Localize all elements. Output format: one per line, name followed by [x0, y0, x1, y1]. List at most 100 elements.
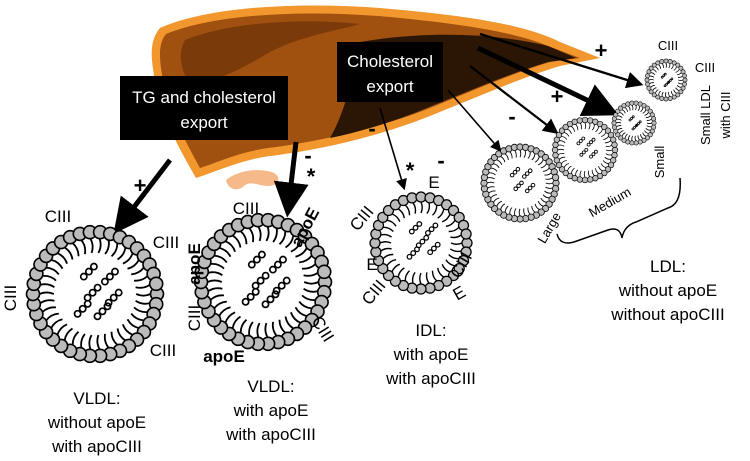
- ldl-small-particle-headgroup: [611, 120, 617, 126]
- idl-e-top: E: [428, 173, 439, 192]
- arrow-signs: + - * - * - - + +: [134, 38, 608, 198]
- small-ldl-c3-particle-headgroup: [644, 77, 650, 83]
- arrow-to-ldl-small: [476, 45, 619, 116]
- vldl2-caption-3: with apoCIII: [225, 425, 316, 444]
- small-ldl-c3-labels: CIII CIII Small LDL with CIII: [658, 38, 733, 145]
- small-ldl-c3-particle-headgroup: [655, 60, 661, 66]
- idl-c3-bottomleft: CIII: [358, 276, 390, 308]
- idl-particle-headgroup: [460, 228, 472, 240]
- export-arrows: [113, 32, 644, 234]
- small-ldl-c3-particle-headgroup: [675, 62, 681, 68]
- vldl2-caption-2: with apoE: [233, 401, 309, 420]
- idl-particle-cholesterol-glyph: [408, 221, 423, 235]
- ldl-medium-particle-headgroup: [604, 166, 612, 173]
- ldl-small-label: Small: [652, 146, 667, 179]
- tg-export-line1: TG and cholesterol: [132, 88, 276, 107]
- vldl2-caption-1: VLDL:: [247, 377, 294, 396]
- small-ldl-c3-particle-headgroup: [651, 92, 657, 98]
- ldl-medium-particle-headgroup: [581, 116, 589, 124]
- arrow-to-idl: [379, 107, 407, 191]
- ldl-medium-particle-headgroup: [604, 127, 612, 134]
- vldl2-particle-cholesterol-glyph: [261, 290, 280, 309]
- idl-caption-3: with apoCIII: [385, 369, 476, 388]
- vldl2-particle-tails: [207, 226, 319, 338]
- arrow-to-ldl-medium: [469, 65, 559, 135]
- ldl-medium-particle-headgroup: [607, 161, 615, 169]
- ldl-small-particle-cholesterol-glyph: [628, 115, 635, 122]
- arrow-to-vldl1: [113, 158, 172, 234]
- ldl-medium-particle-headgroup: [592, 175, 599, 182]
- ldl-small-particle-headgroup: [649, 128, 655, 134]
- ldl-medium-particle-headgroup: [601, 169, 608, 177]
- small-ldl-c3-top: CIII: [658, 38, 678, 53]
- idl-e-left: E: [366, 255, 377, 274]
- idl-particle-cholesterol-glyph: [427, 241, 441, 256]
- small-ldl-c3-particle-headgroup: [675, 92, 681, 98]
- vldl2-c3-top: CIII: [233, 199, 259, 218]
- ldl-small-particle-core: [615, 104, 653, 142]
- ldl-medium-particle-headgroup: [601, 123, 608, 131]
- ldl-medium-particle-headgroup: [562, 123, 569, 131]
- ldl-medium-particle-headgroup: [551, 146, 559, 154]
- small-ldl-c3-particle-headgroup: [645, 81, 650, 87]
- chol-export-line1: Cholesterol: [347, 52, 433, 71]
- vldl1-c3-left: CIII: [1, 285, 20, 311]
- vldl1-particle-cholesterol-glyph: [73, 299, 92, 318]
- ldl-medium-particle-headgroup: [581, 176, 589, 184]
- idl-caption-1: IDL:: [415, 321, 446, 340]
- vldl2-apoe-bottom: apoE: [203, 347, 245, 366]
- vldl2-apoe-left: apoE: [185, 243, 204, 285]
- ldl-large-particle-cholesterol-glyph: [524, 182, 536, 194]
- ldl-small-particle-headgroup: [629, 140, 635, 146]
- vldl1-labels: CIII CIII CIII CIII: [1, 207, 179, 360]
- ldl-small-particle-headgroup: [633, 140, 639, 146]
- vldl1-caption-3: with apoCIII: [51, 437, 142, 456]
- small-ldl-c3-particle-headgroup: [682, 77, 688, 83]
- vldl1-particle: [25, 224, 165, 364]
- ldl-small-particle-headgroup: [637, 139, 643, 145]
- idl-caption: IDL: with apoE with apoCIII: [385, 321, 476, 388]
- ldl-medium-particle-headgroup: [552, 141, 559, 148]
- ldl-medium-particle-headgroup: [576, 176, 583, 183]
- vldl1-particle-cholesterol-glyph: [104, 288, 123, 307]
- vldl1-particle-tails: [39, 238, 151, 350]
- vldl2-c3-left: CIII: [185, 305, 204, 331]
- ldl-small-particle-headgroup: [641, 103, 647, 109]
- ldl-medium-particle-headgroup: [596, 120, 604, 128]
- ldl-medium-particle-headgroup: [587, 117, 594, 124]
- chol-export-line2: export: [366, 77, 414, 96]
- arrow-to-small-ldl-c3: [479, 32, 644, 89]
- ldl-caption: LDL: without apoE without apoCIII: [610, 257, 724, 324]
- vldl1-particle-headgroup: [148, 276, 164, 292]
- sign-vldl2: -: [304, 143, 311, 168]
- ldl-large-particle-cholesterol-glyph: [513, 180, 524, 192]
- ldl-small-particle-headgroup: [615, 132, 621, 138]
- idl-particle-tails: [379, 201, 463, 285]
- vldl1-c3-right: CIII: [153, 233, 179, 252]
- small-ldl-c3-particle-headgroup: [667, 96, 673, 101]
- ldl-medium-particle: [551, 116, 619, 184]
- ldl-medium-label: Medium: [586, 184, 634, 220]
- small-ldl-c3-particle-headgroup: [663, 96, 669, 102]
- ldl-large-particle-headgroup: [551, 173, 560, 181]
- ldl-small-particle-headgroup: [633, 100, 639, 106]
- ldl-medium-particle-headgroup: [571, 118, 578, 125]
- small-ldl-c3-particle-core: [648, 62, 684, 98]
- idl-particle-cholesterol-glyph: [424, 222, 439, 236]
- ldl-small-particle-headgroup: [625, 101, 631, 107]
- vldl1-particle-cholesterol-glyph: [93, 302, 112, 321]
- small-ldl-c3-particle-headgroup: [671, 60, 677, 66]
- vldl1-c3-top: CIII: [45, 207, 71, 226]
- vldl2-particle-cholesterol-glyph: [241, 287, 260, 306]
- sign-vldl1: +: [134, 173, 147, 198]
- idl-particle-cholesterol-glyph: [415, 234, 430, 249]
- small-ldl-c3-particle-headgroup: [659, 59, 665, 64]
- sign-small-ldl-c3: +: [595, 38, 608, 63]
- ldl-medium-particle-headgroup: [558, 127, 566, 134]
- vldl1-c3-bottom: CIII: [150, 341, 176, 360]
- idl-caption-2: with apoE: [393, 345, 469, 364]
- ldl-medium-particle-cholesterol-glyph: [589, 149, 598, 159]
- small-ldl-c3-particle-cholesterol-glyph: [663, 81, 670, 87]
- sign-ldl-large: -: [437, 148, 444, 173]
